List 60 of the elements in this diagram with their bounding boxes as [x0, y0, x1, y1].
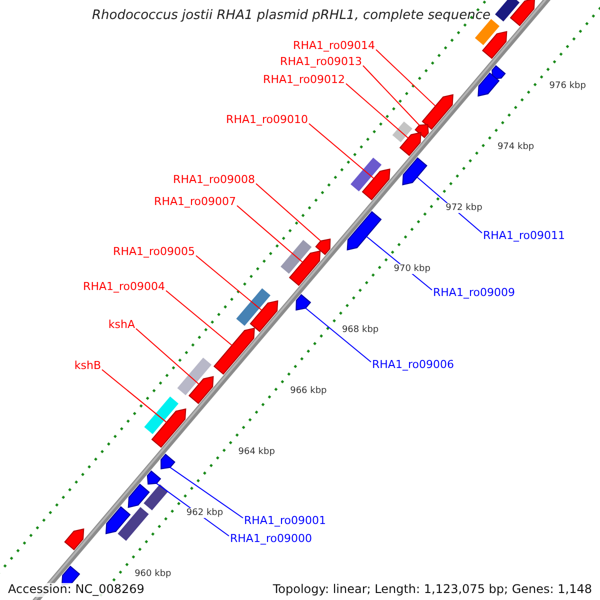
- gene-label: kshB: [74, 360, 101, 373]
- gene-glyph: [188, 376, 214, 404]
- gene-label: kshA: [108, 319, 135, 332]
- tick-label: 966 kbp: [289, 386, 328, 396]
- gene-label: RHA1_ro09008: [173, 174, 255, 187]
- gene-glyph: [346, 210, 382, 250]
- gene-glyph: [160, 454, 176, 470]
- tick-label: 960 kbp: [134, 568, 172, 580]
- leader-line: [376, 49, 436, 107]
- tick-label: 972 kbp: [444, 203, 484, 214]
- gene-glyph: [422, 94, 454, 130]
- gene-glyph: [362, 168, 390, 200]
- tick-label: 962 kbp: [185, 508, 224, 518]
- gene-glyph: [482, 30, 508, 60]
- tick-label: 970 kbp: [392, 264, 432, 274]
- gene-glyph: [414, 124, 429, 138]
- tick-label: 976 kbp: [548, 81, 587, 92]
- leader-line: [166, 290, 232, 346]
- gene-glyph: [128, 484, 150, 508]
- gene-glyph: [213, 328, 255, 375]
- gene-label: RHA1_ro09009: [433, 287, 515, 300]
- gene-glyph: [399, 132, 422, 156]
- gene-label: RHA1_ro09011: [483, 230, 565, 243]
- gene-label: RHA1_ro09006: [372, 359, 454, 372]
- gene-label: RHA1_ro09013: [280, 56, 362, 69]
- leader-line: [196, 255, 262, 311]
- gene-label: RHA1_ro09001: [244, 515, 326, 528]
- diagram-title: Rhodococcus jostii RHA1 plasmid pRHL1, complete sequence: [92, 9, 490, 24]
- gene-label: RHA1_ro09010: [226, 114, 308, 127]
- leader-line: [236, 205, 304, 263]
- gene-label: RHA1_ro09014: [293, 40, 375, 53]
- gene-glyph: [64, 528, 84, 550]
- gene-glyph: [315, 238, 331, 256]
- leader-line: [102, 369, 168, 423]
- gene-label: RHA1_ro09005: [113, 246, 195, 259]
- gene-glyph: [288, 250, 321, 286]
- leader-line: [305, 308, 372, 362]
- leader-line: [256, 183, 322, 242]
- gene-glyph: [510, 0, 536, 26]
- gene-label: RHA1_ro09004: [83, 281, 165, 294]
- gene-glyph: [151, 408, 186, 448]
- gene-glyph: [105, 506, 131, 534]
- tick-label: 968 kbp: [340, 324, 380, 336]
- footer-text: Topology: linear; Length: 1,123,075 bp; Genes: 1,148: [270, 583, 594, 597]
- leader-line: [170, 466, 244, 518]
- gene-glyph: [296, 294, 312, 311]
- gene-glyph: [478, 72, 500, 97]
- leader-line: [308, 123, 374, 179]
- gene-label: RHA1_ro09012: [263, 74, 345, 87]
- gene-glyph: [402, 157, 428, 186]
- gene-label: RHA1_ro09000: [230, 533, 312, 546]
- gene-glyph: [250, 300, 278, 332]
- tick-label: 964 kbp: [237, 446, 276, 458]
- leader-line: [136, 328, 200, 385]
- footer-text: Accession: NC_008269: [6, 583, 146, 597]
- leader-line: [346, 83, 409, 139]
- leader-line: [362, 65, 420, 126]
- gene-label: RHA1_ro09007: [154, 196, 236, 209]
- tick-label: 974 kbp: [496, 142, 536, 152]
- gene-glyph: [492, 65, 506, 80]
